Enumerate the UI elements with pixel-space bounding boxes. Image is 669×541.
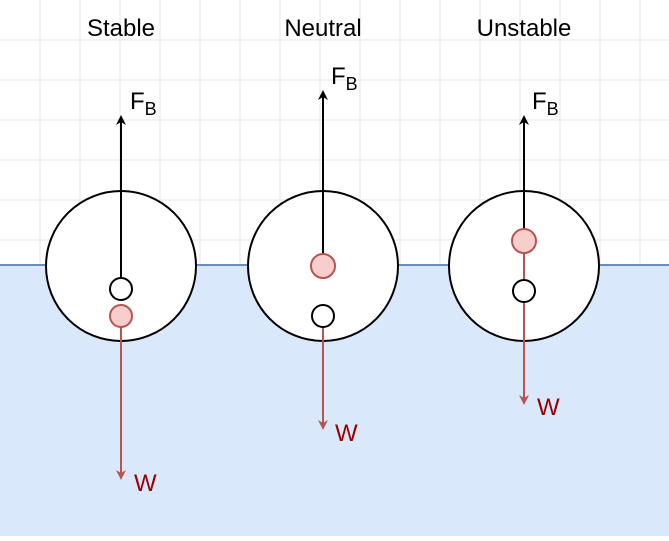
buoyancy-force-label: FB xyxy=(532,88,559,119)
buoyancy-label-subscript: B xyxy=(346,74,358,94)
panel-stable: Stable FB W xyxy=(45,15,197,497)
center-of-buoyancy-marker xyxy=(109,277,133,301)
panel-title: Stable xyxy=(87,15,155,42)
center-of-gravity-marker xyxy=(310,253,336,279)
weight-force-label: W xyxy=(335,420,358,447)
buoyancy-label-main: F xyxy=(532,88,547,115)
panel-neutral: Neutral FB W xyxy=(247,15,399,447)
center-of-buoyancy-marker xyxy=(512,279,536,303)
buoyancy-force-label: FB xyxy=(331,63,358,94)
buoyancy-label-main: F xyxy=(331,63,346,90)
buoyancy-force-label: FB xyxy=(130,88,157,119)
panel-title: Unstable xyxy=(477,15,572,42)
buoyancy-label-subscript: B xyxy=(145,99,157,119)
buoyancy-label-subscript: B xyxy=(547,99,559,119)
center-of-gravity-marker xyxy=(109,304,133,328)
panel-unstable: Unstable FB W xyxy=(448,15,600,421)
buoyancy-label-main: F xyxy=(130,88,145,115)
panel-title: Neutral xyxy=(284,15,361,42)
weight-force-label: W xyxy=(537,394,560,421)
center-of-gravity-marker xyxy=(511,228,537,254)
center-of-buoyancy-marker xyxy=(311,304,335,328)
weight-force-label: W xyxy=(134,470,157,497)
